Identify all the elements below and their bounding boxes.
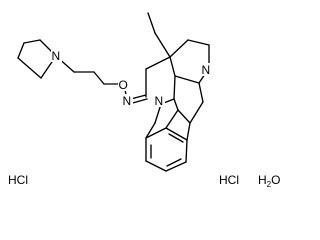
bond-ring-13: [177, 109, 191, 124]
bond-aromatic-8: [145, 127, 167, 139]
aminoethyl-chain: [55, 55, 128, 101]
oxime-oxygen-label: O: [119, 78, 128, 92]
chemical-structure-diagram: N O N N N HCl HCl H2O: [8, 12, 280, 189]
aromatic-ring-system: [145, 98, 191, 172]
bond-ring-11: [198, 82, 204, 103]
right-hydrochloride-label: HCl: [219, 173, 239, 187]
bond-ring-3: [169, 39, 189, 58]
bond-aromatic-7: [165, 127, 188, 141]
bond-ring-7: [174, 75, 200, 84]
bond-ring-12: [189, 101, 204, 124]
bond-pyrrolidine-2: [23, 39, 41, 44]
bond-pyrrolidine-5: [17, 57, 42, 79]
water-h-label: H: [258, 173, 267, 187]
bond-ring-4: [187, 39, 210, 46]
pyrrolidine-ring: [17, 39, 57, 79]
bond-chain-3: [93, 71, 105, 85]
bond-ring-8: [169, 56, 176, 77]
bond-pyrrolidine-1: [17, 42, 25, 59]
ethyl-substituent: [147, 12, 171, 58]
oxime-o-background: [118, 78, 129, 91]
bond-ring-9: [173, 75, 176, 100]
bond-aromatic-9: [165, 109, 179, 129]
bond-aromatic-11: [186, 122, 191, 141]
salt-labels: HCl HCl H2O: [8, 173, 280, 189]
oxime-n-background: [122, 94, 133, 107]
amine-nitrogen-label: N: [202, 63, 211, 77]
indole-n-background: [154, 94, 165, 107]
aromatic-double-bond-2: [166, 158, 182, 167]
bond-aromatic-4: [145, 160, 167, 172]
left-hydrochloride-label: HCl: [8, 173, 28, 187]
bond-aromatic-1: [154, 103, 162, 124]
pyrrolidine-n-background: [51, 49, 62, 62]
amine-n-background: [201, 63, 212, 76]
water-subscript-label: 2: [267, 180, 272, 189]
oxime-nitrogen-label: N: [123, 94, 132, 108]
bond-ethyl-1: [154, 32, 171, 58]
bond-aromatic-10: [173, 98, 179, 111]
bond-aromatic-2: [145, 122, 156, 139]
bond-aromatic-6: [185, 139, 188, 163]
atom-labels: N O N N N: [51, 49, 212, 108]
pyrrolidine-nitrogen-label: N: [52, 49, 61, 63]
indole-nitrogen-label: N: [155, 94, 164, 108]
bond-ethyl-2: [147, 12, 156, 34]
bond-ring-2: [145, 56, 171, 70]
water-o-label: O: [271, 173, 280, 187]
aromatic-double-bond-3: [168, 133, 184, 143]
bond-aromatic-5: [165, 161, 187, 172]
water-formula-label: H2O: [258, 173, 280, 189]
